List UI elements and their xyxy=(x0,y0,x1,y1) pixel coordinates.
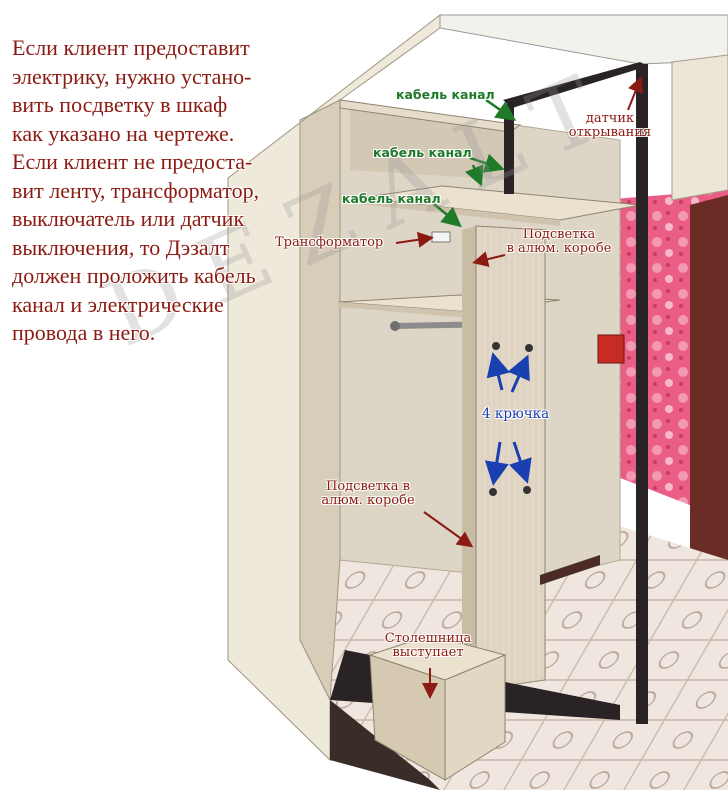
hook-2 xyxy=(525,344,533,352)
arrow-cable-2b xyxy=(465,164,484,187)
label-opening-sensor-line2: открывания xyxy=(568,125,652,140)
label-tabletop-line2: выступает xyxy=(392,645,464,660)
center-panel-side xyxy=(462,226,476,700)
label-light-bottom-line2: алюм. коробе xyxy=(321,493,415,508)
baseboard xyxy=(540,555,600,585)
intro-line: выключения, то Дэзалт xyxy=(12,234,230,260)
label-cable-channel-2: кабель канал xyxy=(373,145,472,160)
arrow-sensor xyxy=(627,76,643,111)
label-opening-sensor: датчик открывания xyxy=(560,112,660,140)
label-opening-sensor-line1: датчик xyxy=(585,111,635,126)
arrow-hook-4 xyxy=(508,441,532,484)
arrow-light-bottom xyxy=(423,511,474,548)
label-light-top-line1: Подсветка xyxy=(522,227,596,242)
arrow-cable-3 xyxy=(433,203,462,228)
intro-line: должен проложить кабель xyxy=(12,263,256,288)
arrow-light-top xyxy=(472,251,506,267)
label-tabletop: Столешница выступает xyxy=(378,632,478,660)
arrow-cable-1 xyxy=(485,98,517,121)
label-light-top: Подсветка в алюм. коробе xyxy=(500,228,618,256)
outer-left-wall xyxy=(227,13,441,762)
label-hooks: 4 крючка xyxy=(482,406,550,422)
arrow-cable-2 xyxy=(469,153,505,173)
wall-block xyxy=(671,54,728,201)
intro-line: как указано на чертеже. xyxy=(12,120,235,146)
label-light-bottom: Подсветка в алюм. коробе xyxy=(318,480,418,508)
hook-1 xyxy=(492,342,500,350)
intro-line: Если клиент не предоста- xyxy=(12,149,253,174)
arrow-transformer xyxy=(395,231,434,248)
intro-line: выключатель или датчик xyxy=(12,206,245,231)
lower-shelf-edge xyxy=(338,302,470,318)
intro-line: вить посдветку в шкаф xyxy=(12,92,228,117)
label-cable-channel-1: кабель канал xyxy=(396,87,495,102)
intro-line: Если клиент предоставит xyxy=(12,35,250,60)
center-panel xyxy=(475,225,546,691)
frame-post-right xyxy=(636,64,648,724)
transformer-box xyxy=(431,231,451,243)
label-light-bottom-line1: Подсветка в xyxy=(326,479,410,494)
ceiling xyxy=(439,14,728,65)
rod-mount-left xyxy=(390,321,400,331)
label-transformer: Трансформатор xyxy=(275,235,384,250)
label-tabletop-line1: Столешница xyxy=(384,631,472,646)
intro-note: Если клиент предоставит электрику, нужно… xyxy=(12,34,312,348)
bench-side xyxy=(444,654,506,781)
intro-line: электрику, нужно устано- xyxy=(12,63,252,89)
arrow-hook-1 xyxy=(486,352,511,391)
label-light-top-line2: в алюм. коробе xyxy=(506,241,612,256)
hook-3 xyxy=(489,488,497,496)
hook-4 xyxy=(523,486,531,494)
arrow-hook-2 xyxy=(507,354,530,393)
sensor-box xyxy=(597,334,625,364)
label-cable-channel-3: кабель канал xyxy=(342,191,441,206)
frame-top-beam xyxy=(503,62,648,108)
intro-line: вит ленту, трансформатор, xyxy=(12,177,260,203)
intro-line: канал и электрические xyxy=(12,291,224,317)
frame-post-middle xyxy=(504,104,514,194)
intro-line: провода в него. xyxy=(12,320,156,345)
arrow-hook-3 xyxy=(484,441,509,486)
